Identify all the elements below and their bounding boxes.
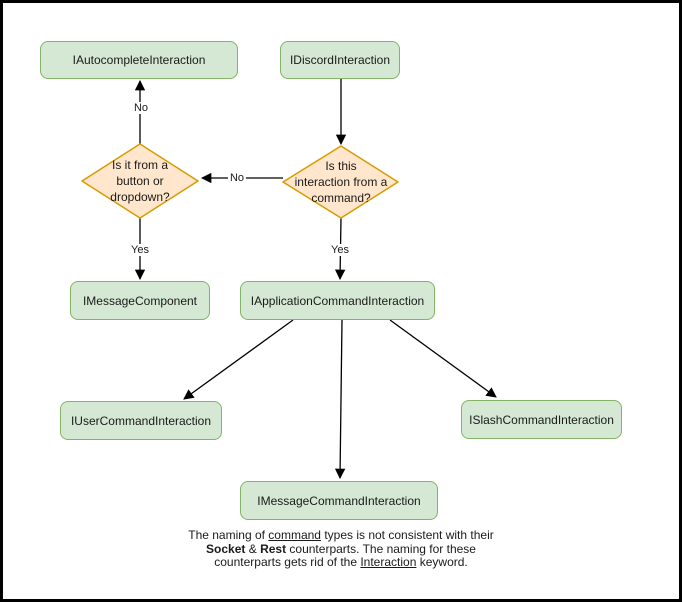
node-application-command-interaction: IApplicationCommandInteraction — [240, 281, 435, 320]
caption-line-2: Socket & Rest counterparts. The naming f… — [206, 541, 476, 556]
node-message-command-interaction: IMessageCommandInteraction — [240, 481, 438, 520]
caption-line-3: counterparts gets rid of the Interaction… — [214, 555, 468, 569]
node-message-component: IMessageComponent — [70, 281, 210, 320]
decision-button-dropdown-shape — [81, 143, 199, 219]
edge-to-slash-command — [389, 319, 497, 398]
decision-line: interaction from a — [294, 175, 388, 189]
bold-word: Rest — [260, 541, 287, 556]
edge-label-yes-application-command: Yes — [329, 244, 351, 256]
decision-from-command-shape — [282, 145, 399, 219]
underlined-word: Interaction — [360, 555, 417, 569]
caption-line-1: The naming of command types is not consi… — [188, 528, 494, 542]
edge-label-yes-message-component: Yes — [129, 244, 151, 256]
decision-from-command-text: Is this interaction from a command? — [286, 156, 396, 208]
edge-label-no-between-decisions: No — [227, 172, 247, 184]
bold-word: Socket — [206, 541, 246, 556]
underlined-word: command — [268, 528, 321, 542]
node-autocomplete-interaction: IAutocompleteInteraction — [40, 41, 238, 79]
decision-button-dropdown-text: Is it from a button or dropdown? — [88, 155, 192, 207]
node-discord-interaction: IDiscordInteraction — [280, 41, 400, 79]
footnote-caption: The naming of command types is not consi… — [0, 528, 682, 570]
decision-line: command? — [311, 191, 371, 205]
decision-line: dropdown? — [110, 190, 170, 204]
node-slash-command-interaction: ISlashCommandInteraction — [461, 400, 622, 439]
decision-line: Is this — [325, 159, 357, 173]
edge-label-no-autocomplete: No — [131, 102, 151, 114]
decision-line: Is it from a — [111, 158, 168, 172]
edge-to-user-command — [183, 319, 294, 400]
decision-line: button or — [116, 174, 164, 188]
edge-to-message-command — [334, 319, 346, 480]
node-user-command-interaction: IUserCommandInteraction — [60, 401, 222, 440]
